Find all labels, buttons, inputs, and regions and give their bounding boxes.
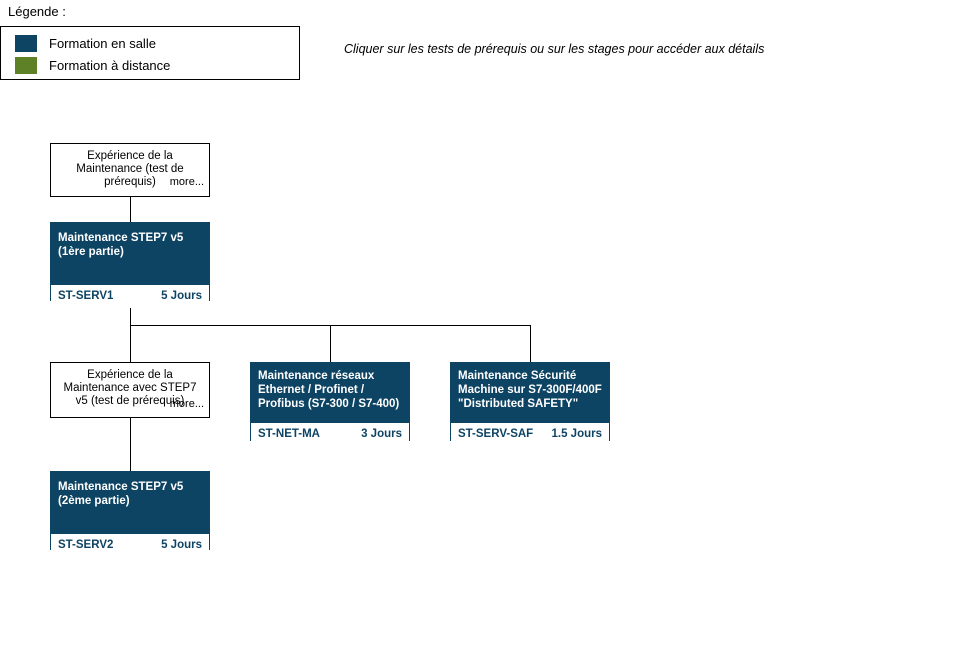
connector-branch-to-course3 (530, 325, 531, 362)
course-footer: ST-SERV2 5 Jours (51, 533, 209, 557)
course-title: Maintenance Sécurité Machine sur S7-300F… (458, 370, 602, 410)
legend-item-classroom: Formation en salle (15, 33, 156, 54)
prereq-title: Expérience de la Maintenance (test de pr… (76, 150, 184, 188)
course-node-st-serv1[interactable]: Maintenance STEP7 v5 (1ère partie) ST-SE… (50, 222, 210, 308)
course-title: Maintenance STEP7 v5 (1ère partie) (58, 232, 184, 258)
prereq-node-experience-maintenance[interactable]: Expérience de la Maintenance (test de pr… (50, 143, 210, 197)
course-code: ST-SERV-SAF (458, 428, 534, 440)
course-duration: 5 Jours (161, 290, 202, 302)
course-title: Maintenance réseaux Ethernet / Profinet … (258, 370, 400, 410)
course-code: ST-SERV1 (58, 290, 114, 302)
prereq-node-experience-step7[interactable]: Expérience de la Maintenance avec STEP7 … (50, 362, 210, 418)
course-code: ST-NET-MA (258, 428, 320, 440)
legend-label-classroom: Formation en salle (49, 35, 156, 51)
course-title: Maintenance STEP7 v5 (2ème partie) (58, 481, 184, 507)
legend-swatch-distance (15, 57, 37, 74)
course-footer: ST-NET-MA 3 Jours (251, 422, 409, 446)
course-duration: 3 Jours (361, 428, 402, 440)
instruction-text: Cliquer sur les tests de prérequis ou su… (344, 42, 765, 56)
connector-branch-to-course2 (330, 325, 331, 362)
course-node-st-serv2[interactable]: Maintenance STEP7 v5 (2ème partie) ST-SE… (50, 471, 210, 557)
prereq-title: Expérience de la Maintenance avec STEP7 … (63, 369, 197, 407)
connector-course1-trunk (130, 301, 131, 362)
course-footer: ST-SERV-SAF 1.5 Jours (451, 422, 609, 446)
course-node-st-serv-saf[interactable]: Maintenance Sécurité Machine sur S7-300F… (450, 362, 610, 446)
prereq-more-link[interactable]: more... (169, 176, 204, 188)
legend-box: Formation en salle Formation à distance (0, 26, 300, 80)
legend-label-distance: Formation à distance (49, 57, 171, 73)
legend-title: Légende : (8, 4, 66, 19)
legend-item-distance: Formation à distance (15, 55, 170, 76)
legend-swatch-classroom (15, 35, 37, 52)
course-duration: 1.5 Jours (551, 428, 603, 440)
course-footer: ST-SERV1 5 Jours (51, 284, 209, 308)
prereq-more-link[interactable]: more... (169, 398, 204, 410)
course-code: ST-SERV2 (58, 539, 114, 551)
course-duration: 5 Jours (161, 539, 202, 551)
connector-prereq1-to-course1 (130, 197, 131, 222)
course-node-st-net-ma[interactable]: Maintenance réseaux Ethernet / Profinet … (250, 362, 410, 446)
connector-prereq2-to-course4 (130, 418, 131, 471)
